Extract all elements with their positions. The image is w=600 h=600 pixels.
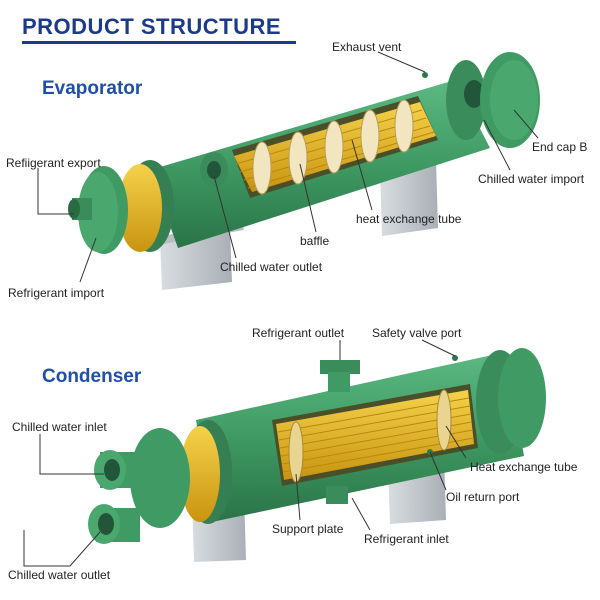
condenser-support-plates <box>288 389 452 483</box>
label-end-cap-b: End cap B <box>532 140 588 154</box>
evaporator-leader-lines <box>37 51 539 283</box>
label-condenser-heat-exchange-tube: Heat exchange tube <box>470 460 578 474</box>
condenser-right-end-cap <box>476 348 546 454</box>
label-safety-valve-port: Safety valve port <box>372 326 462 340</box>
condenser-heading: Condenser <box>42 366 142 387</box>
exhaust-vent-port <box>422 72 428 78</box>
label-refrigerant-inlet: Refrigerant inlet <box>364 532 449 546</box>
label-support-plate: Support plate <box>272 522 344 536</box>
label-refrigerant-export: Refiigerant export <box>6 156 101 170</box>
condenser-left-head <box>88 420 232 544</box>
label-heat-exchange-tube: heat exchange tube <box>356 212 462 226</box>
evaporator-illustration <box>68 52 540 290</box>
refrigerant-outlet-nozzle <box>320 360 360 374</box>
evaporator-shell <box>150 80 490 248</box>
condenser-leader-lines <box>23 339 467 567</box>
evaporator-heading: Evaporator <box>42 78 143 99</box>
label-condenser-chilled-water-outlet: Chilled water outlet <box>8 568 111 582</box>
label-refrigerant-outlet: Refrigerant outlet <box>252 326 345 340</box>
evaporator-end-cap-b <box>446 52 540 148</box>
evaporator-chilled-water-outlet-nozzle <box>200 152 228 188</box>
condenser-tube-sheet <box>180 426 220 522</box>
refrigerant-inlet-nozzle <box>326 486 348 504</box>
condenser-shell <box>196 352 524 522</box>
label-refrigerant-import: Refrigerant import <box>8 286 105 300</box>
safety-valve-port <box>452 355 458 361</box>
evaporator-left-head <box>68 160 174 254</box>
label-baffle: baffle <box>300 234 330 248</box>
label-chilled-water-import: Chilled water import <box>478 172 585 186</box>
label-oil-return-port: Oil return port <box>446 490 520 504</box>
chilled-water-import-nozzle <box>464 80 484 108</box>
label-evaporator-chilled-water-outlet: Chilled water outlet <box>220 260 323 274</box>
label-exhaust-vent: Exhaust vent <box>332 40 402 54</box>
condenser-illustration <box>88 348 546 562</box>
evaporator-baffles <box>252 99 414 195</box>
label-chilled-water-inlet: Chilled water inlet <box>12 420 107 434</box>
condenser-tube-bundle <box>276 390 474 480</box>
evaporator-tube-sheet <box>118 164 162 252</box>
page-title: PRODUCT STRUCTURE <box>22 14 282 39</box>
title-underline <box>22 41 296 44</box>
